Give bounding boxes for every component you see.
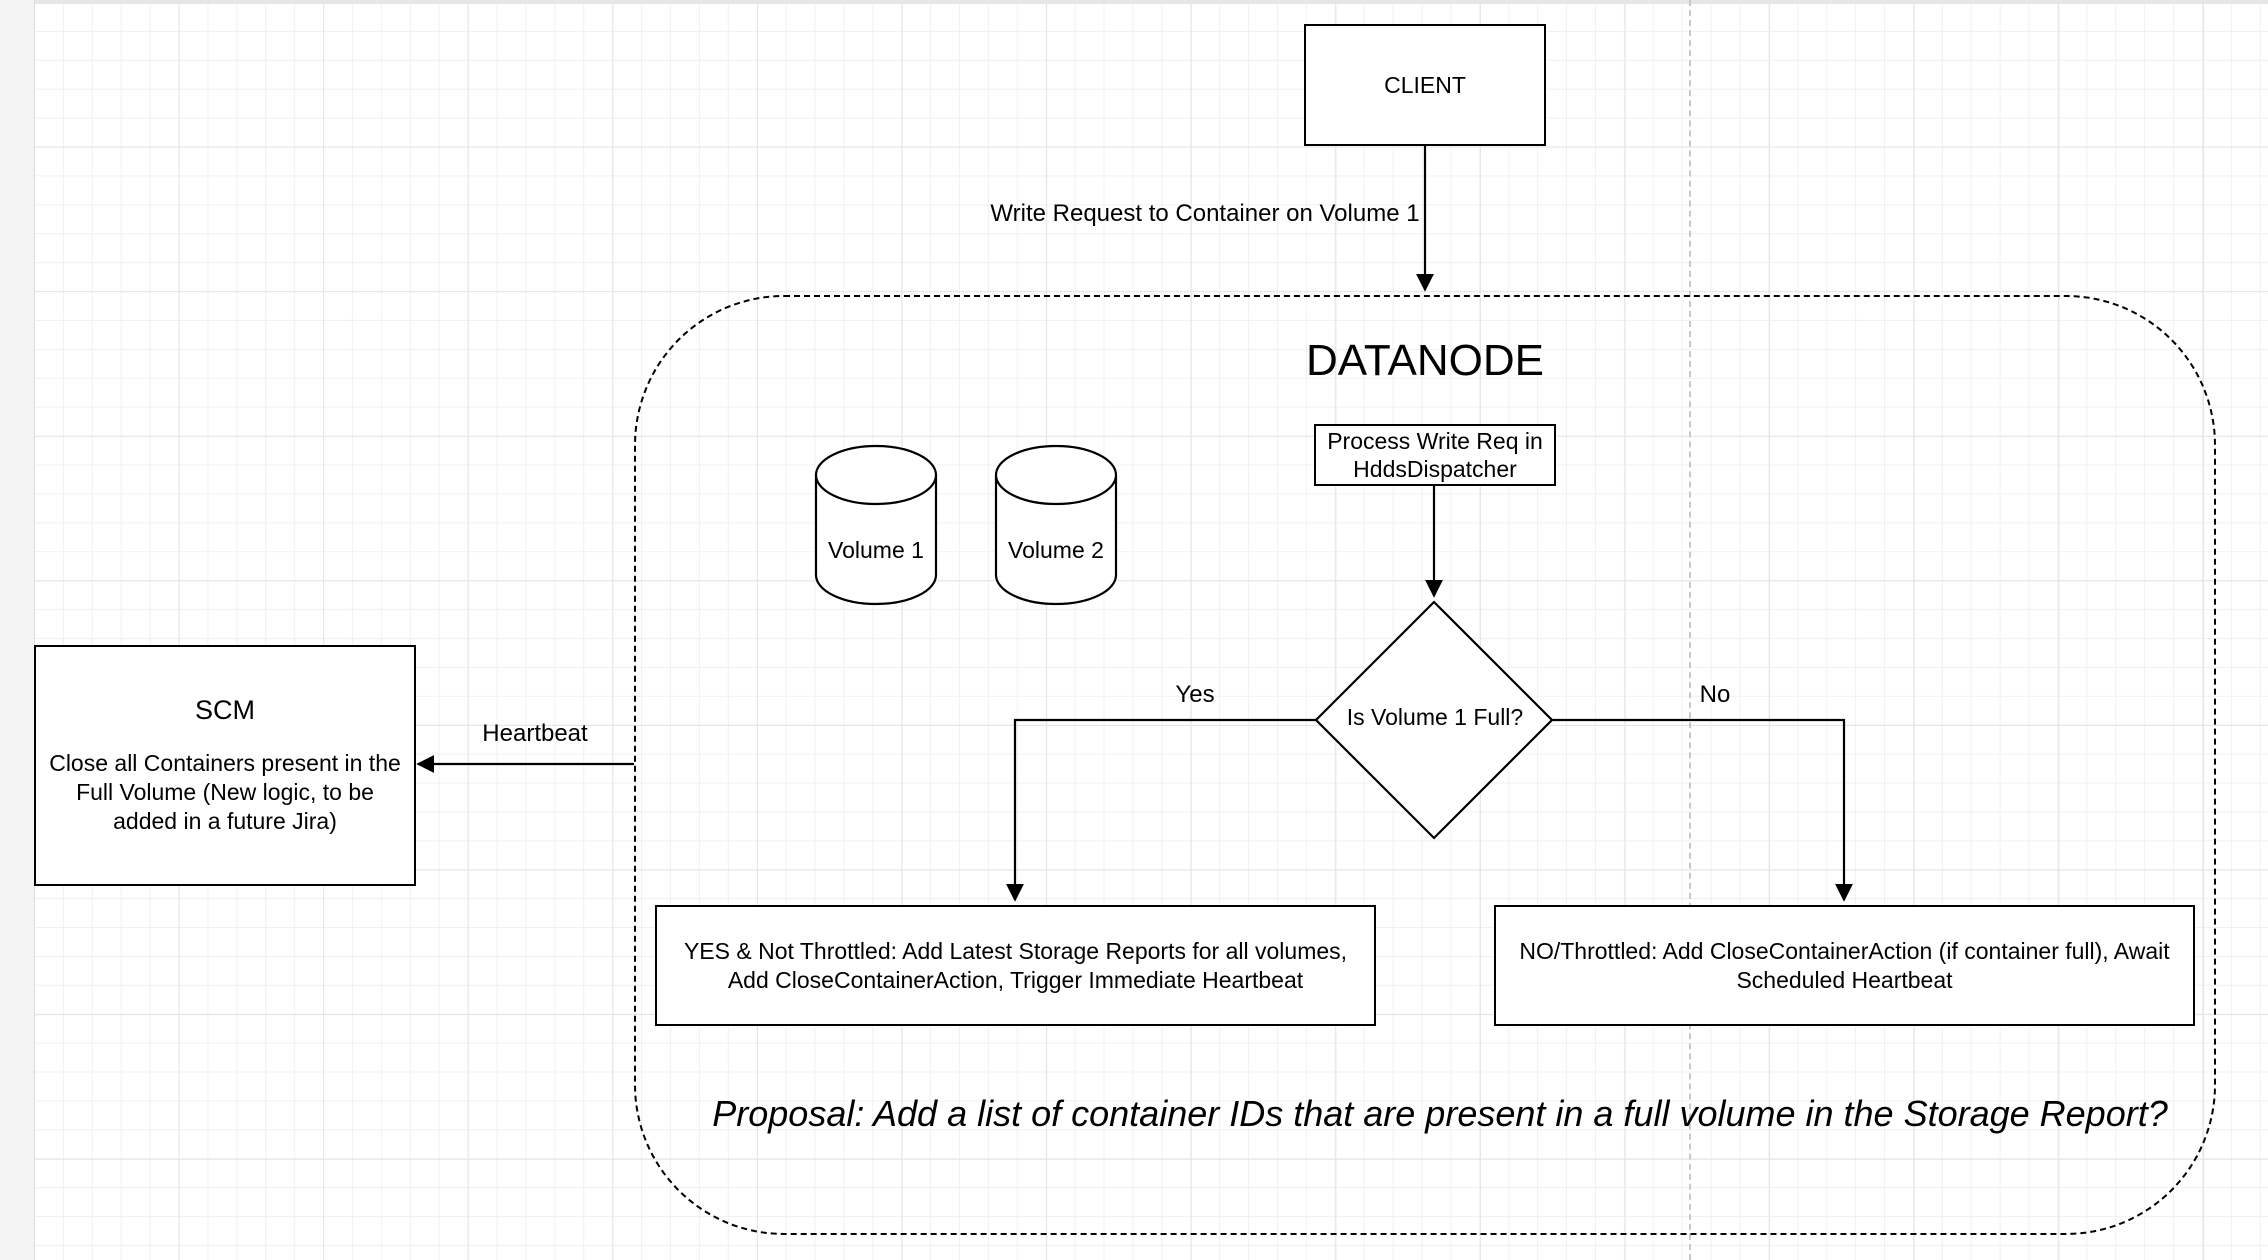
process-write-box[interactable]: Process Write Req in HddsDispatcher — [1314, 424, 1556, 486]
volume-1-cylinder[interactable] — [814, 444, 938, 606]
no-box-line-2: Scheduled Heartbeat — [1736, 966, 1953, 993]
scm-title: SCM — [195, 694, 255, 725]
scm-line-3: added in a future Jira) — [113, 807, 337, 834]
process-line-2: HddsDispatcher — [1353, 456, 1517, 482]
page-break-line — [1689, 0, 1691, 1260]
heartbeat-label: Heartbeat — [482, 720, 588, 747]
scm-line-2: Full Volume (New logic, to be — [76, 778, 374, 805]
edge-yes[interactable] — [1006, 718, 1316, 902]
no-label: No — [1699, 681, 1731, 708]
volume-1-label: Volume 1 — [828, 537, 924, 563]
canvas-left-gutter — [0, 0, 35, 1260]
datanode-region[interactable] — [634, 295, 2216, 1235]
volume-2-cylinder[interactable] — [994, 444, 1118, 606]
volume-2-label: Volume 2 — [1008, 537, 1104, 563]
yes-action-box[interactable]: YES & Not Throttled: Add Latest Storage … — [655, 905, 1376, 1026]
decision-label: Is Volume 1 Full? — [1346, 704, 1524, 730]
edge-no[interactable] — [1552, 718, 1853, 902]
proposal-text: Proposal: Add a list of container IDs th… — [712, 1093, 2168, 1134]
decision-diamond[interactable] — [1314, 600, 1554, 840]
no-action-box[interactable]: NO/Throttled: Add CloseContainerAction (… — [1494, 905, 2195, 1026]
canvas-top-edge — [0, 0, 2268, 4]
yes-box-line-1: YES & Not Throttled: Add Latest Storage … — [683, 937, 1348, 964]
write-request-label: Write Request to Container on Volume 1 — [990, 200, 1420, 227]
yes-label: Yes — [1175, 681, 1215, 708]
scm-box[interactable]: SCM Close all Containers present in the … — [34, 645, 416, 886]
yes-box-line-2: Add CloseContainerAction, Trigger Immedi… — [727, 966, 1304, 993]
client-box[interactable]: CLIENT — [1304, 24, 1546, 146]
client-label: CLIENT — [1384, 71, 1466, 98]
no-box-line-1: NO/Throttled: Add CloseContainerAction (… — [1519, 937, 2170, 964]
scm-line-1: Close all Containers present in the — [49, 749, 401, 776]
datanode-title: DATANODE — [1306, 336, 1544, 385]
process-line-1: Process Write Req in — [1327, 428, 1543, 454]
